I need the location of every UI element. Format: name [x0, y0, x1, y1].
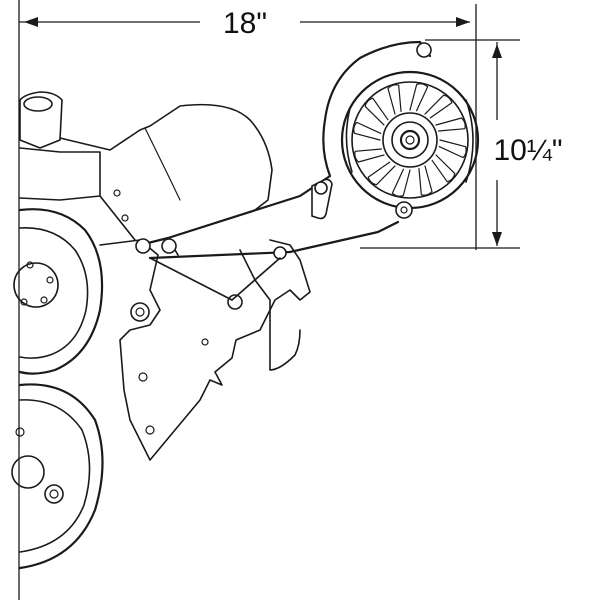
fan-blade: [438, 139, 467, 159]
water-pump-hub-bolt-2: [46, 276, 54, 284]
height-label: 10¼": [493, 134, 562, 167]
width-arrow-left: [24, 17, 38, 27]
fan-blade: [409, 83, 429, 112]
alternator-shaft: [405, 135, 415, 145]
crank-pulley-outer: [18, 383, 104, 570]
brace-lower-arm: [149, 257, 233, 301]
fan-blade: [387, 84, 402, 115]
alternator-pulley: [382, 112, 438, 168]
thermostat-cap: [23, 96, 53, 112]
adjusting-bolt: [314, 181, 328, 195]
timing-cover-bolt-2: [145, 425, 155, 435]
alternator-case-line-left: [345, 107, 353, 173]
timing-cover-right-edge: [239, 249, 301, 371]
thermostat-housing: [19, 91, 63, 149]
water-pump-pulley-inner: [19, 227, 89, 359]
crank-pulley: [11, 383, 104, 570]
water-pump-pulley: [13, 208, 104, 375]
timing-cover-bolt-1: [138, 372, 148, 382]
head-bolt-2: [121, 214, 129, 222]
timing-cover-stud: [227, 294, 243, 310]
water-pump-pulley-outer: [18, 208, 104, 375]
head-bolt-1: [113, 189, 121, 197]
alternator-lower-mount: [395, 201, 413, 219]
water-pump-hub-bolt-1: [26, 261, 34, 269]
width-label: 18": [223, 7, 267, 40]
height-arrow-top: [492, 44, 502, 58]
alternator-pulley-inner: [391, 121, 429, 159]
crank-bolt-boss: [44, 484, 64, 504]
fan-blade: [391, 168, 411, 197]
alternator: [340, 70, 480, 219]
fan-blade: [364, 97, 389, 126]
crank-hub-bolt: [15, 427, 25, 437]
pivot-bolt-top: [416, 42, 432, 58]
crank-hub: [11, 455, 45, 489]
water-pump-hub-bolt-4: [20, 298, 28, 306]
crank-bolt: [49, 489, 59, 499]
fan-blade: [424, 94, 453, 119]
fan-blade: [353, 121, 382, 141]
water-pump-hub-bolt-3: [40, 296, 48, 304]
head-front-outline: [19, 147, 101, 201]
engine-front-outline: [19, 91, 311, 461]
alternator-bracket: [135, 40, 432, 301]
fan-blade: [431, 154, 456, 183]
fan-blade: [367, 161, 396, 186]
timing-cover-bolt-3: [201, 338, 209, 346]
timing-cover-boss-inner: [135, 307, 145, 317]
bracket-upper-edge: [138, 40, 432, 247]
valve-cover-outline: [59, 103, 273, 211]
bracket-lower-edge: [148, 220, 400, 260]
head-diagonal: [99, 195, 136, 241]
timing-cover-boss: [130, 302, 150, 322]
width-arrow-right: [456, 17, 470, 27]
alternator-shaft-nut: [399, 129, 421, 151]
crank-pulley-inner: [19, 399, 91, 553]
fan-blade: [354, 148, 385, 163]
brace-upright: [231, 257, 281, 301]
alternator-fan-blades: [353, 83, 467, 197]
bracket-bolt-mid: [161, 238, 177, 254]
alternator-fan-outer: [351, 81, 469, 199]
alternator-case-line-right: [465, 99, 474, 183]
height-dimension: 10¼": [360, 39, 563, 249]
timing-cover-outline: [99, 239, 311, 461]
alternator-lower-mount-bolt: [400, 206, 408, 214]
water-pump-hub: [13, 262, 59, 308]
height-arrow-bottom: [492, 232, 502, 246]
bracket-bolt-left: [135, 238, 151, 254]
fan-blade: [418, 165, 433, 196]
valve-cover-inner-line: [144, 127, 181, 201]
fan-blade: [435, 117, 466, 132]
